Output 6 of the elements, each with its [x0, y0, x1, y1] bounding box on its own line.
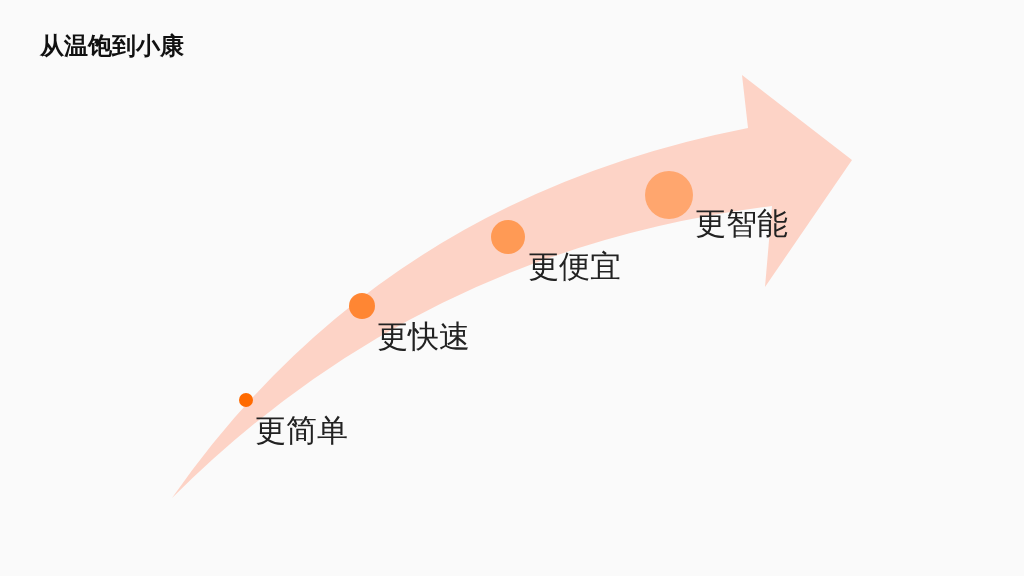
step-label: 更便宜: [528, 247, 621, 286]
circle-marker: [239, 393, 253, 407]
step-label: 更智能: [695, 204, 788, 243]
step-label: 更简单: [255, 411, 348, 450]
title: 从温饱到小康: [40, 31, 184, 62]
step-label: 更快速: [377, 317, 470, 356]
